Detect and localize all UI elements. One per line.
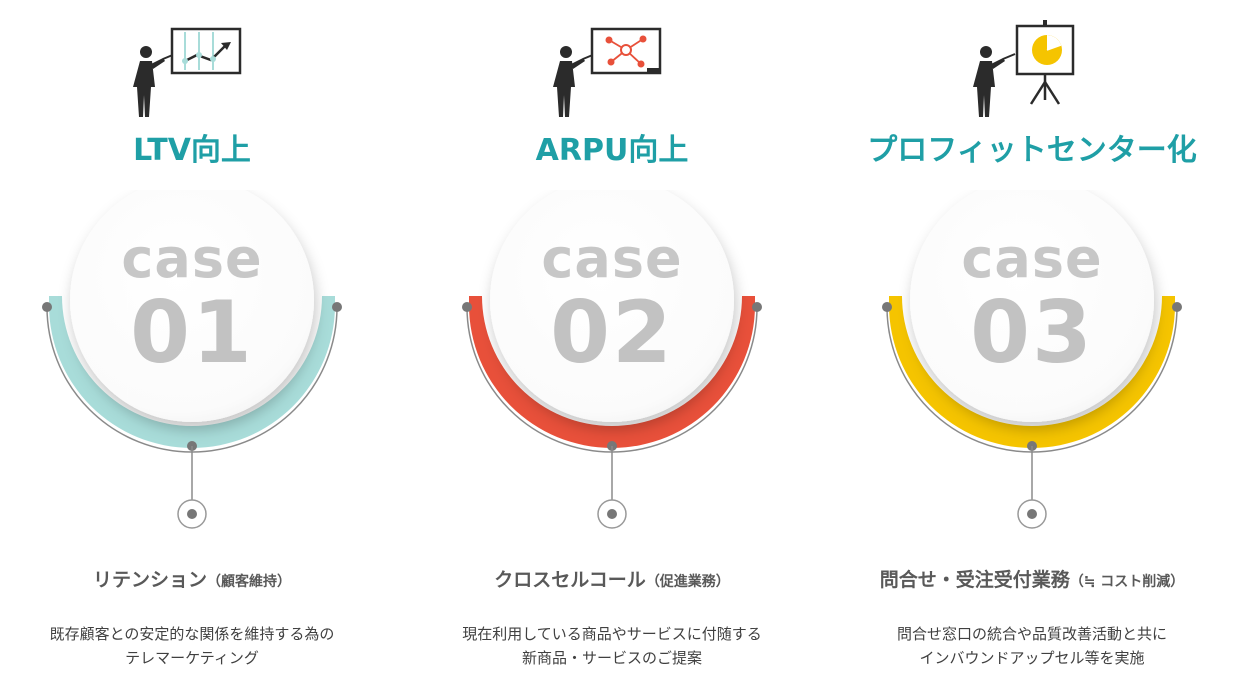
arc-end-dot-right	[332, 302, 342, 312]
case-description-line-2: インバウンドアップセル等を実施	[919, 649, 1145, 667]
arc-end-dot-left	[462, 302, 472, 312]
case-number: 03	[970, 283, 1094, 383]
case-heading: プロフィットセンター化	[867, 133, 1197, 168]
connector-center-dot	[187, 509, 197, 519]
arc-end-dot-right	[752, 302, 762, 312]
case-description-line-2: 新商品・サービスのご提案	[521, 649, 702, 667]
case-title-sub: （≒ コスト削減）	[1069, 574, 1185, 590]
arc-end-dot-left	[882, 302, 892, 312]
case-label: case	[541, 227, 683, 290]
case-label: case	[961, 227, 1103, 290]
case-dial	[462, 190, 762, 529]
case-column-1: LTV向上 case 01 リテンション（顧客維持） 既存顧客との安定的な関係を…	[0, 0, 397, 680]
case-description-line-1: 既存顧客との安定的な関係を維持する為の	[49, 625, 335, 643]
case-label: case	[121, 227, 263, 290]
case-title: クロスセルコール（促進業務）	[407, 565, 817, 592]
case-dial	[882, 190, 1182, 529]
case-title-sub: （促進業務）	[645, 574, 730, 590]
case-column-3: プロフィットセンター化 case 03 問合せ・受注受付業務（≒ コスト削減） …	[827, 0, 1234, 680]
case-description: 現在利用している商品やサービスに付随する 新商品・サービスのご提案	[407, 622, 817, 670]
case-title-main: 問合せ・受注受付業務	[879, 569, 1070, 591]
case-description: 問合せ窓口の統合や品質改善活動と共に インバウンドアップセル等を実施	[827, 622, 1234, 670]
presenter-pie-chart-icon	[973, 20, 1075, 117]
case-title: リテンション（顧客維持）	[0, 565, 397, 592]
case-disc	[490, 190, 734, 422]
connector-center-dot	[607, 509, 617, 519]
accent-ring	[469, 296, 755, 448]
arc-end-dot-right	[1172, 302, 1182, 312]
case-title: 問合せ・受注受付業務（≒ コスト削減）	[827, 565, 1234, 592]
case-heading: LTV向上	[133, 133, 251, 168]
connector-center-dot	[1027, 509, 1037, 519]
case-description-line-1: 問合せ窓口の統合や品質改善活動と共に	[896, 625, 1167, 643]
case-title-main: リテンション	[92, 569, 207, 591]
case-title-main: クロスセルコール	[494, 569, 646, 591]
presenter-line-chart-icon	[133, 27, 242, 117]
presenter-network-icon	[553, 27, 662, 117]
accent-ring	[889, 296, 1175, 448]
case-number: 02	[550, 283, 674, 383]
case-number: 01	[130, 283, 254, 383]
case-column-2: ARPU向上 case 02 クロスセルコール（促進業務） 現在利用している商品…	[407, 0, 817, 680]
case-disc	[70, 190, 314, 422]
case-dial	[42, 190, 342, 529]
arc-end-dot-left	[42, 302, 52, 312]
case-description: 既存顧客との安定的な関係を維持する為の テレマーケティング	[0, 622, 397, 670]
case-description-line-2: テレマーケティング	[125, 649, 259, 667]
case-heading: ARPU向上	[535, 133, 689, 168]
accent-ring	[49, 296, 335, 448]
case-title-sub: （顧客維持）	[207, 574, 291, 590]
case-description-line-1: 現在利用している商品やサービスに付随する	[462, 625, 762, 643]
case-disc	[910, 190, 1154, 422]
